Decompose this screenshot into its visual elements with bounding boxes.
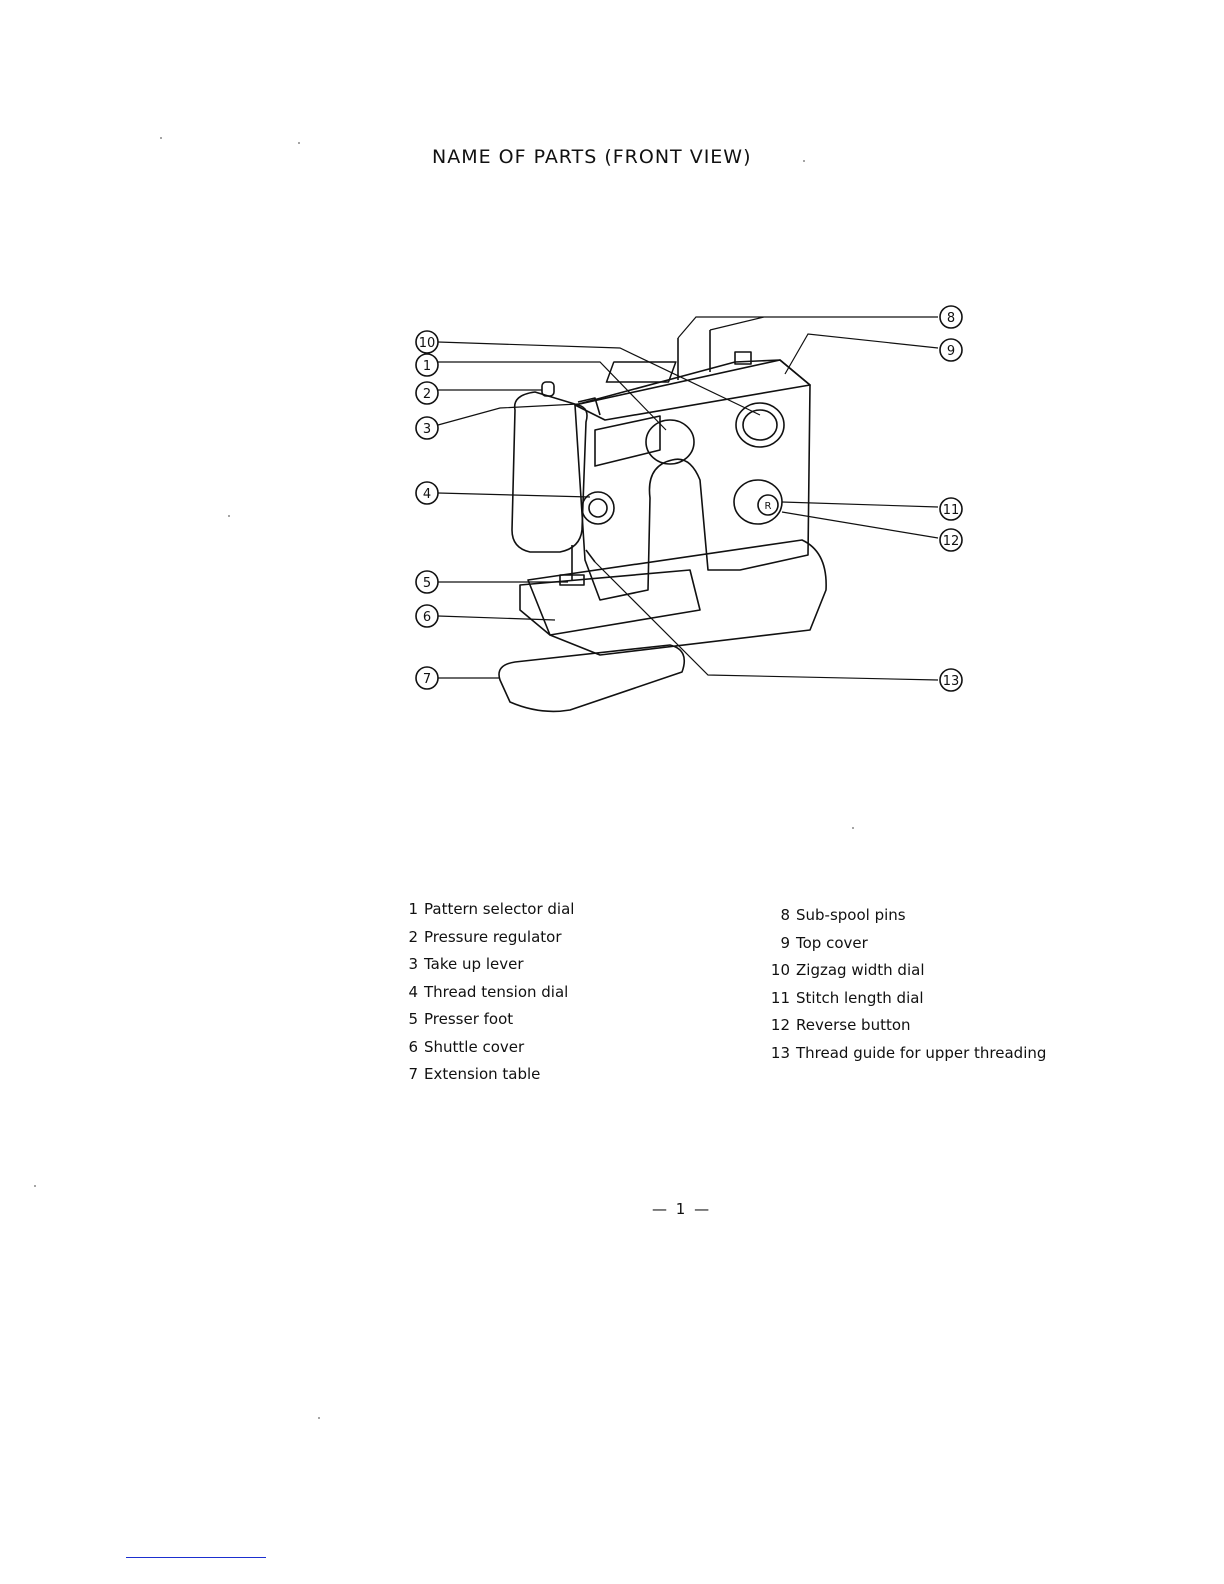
scan-speck — [852, 827, 854, 829]
callout-label-7: 7 — [423, 672, 431, 687]
callout-13 — [939, 668, 963, 692]
scan-speck — [318, 1417, 320, 1419]
extension-table — [498, 644, 686, 713]
scan-speck — [34, 1185, 36, 1187]
scan-speck — [298, 142, 300, 144]
callout-11 — [939, 497, 963, 521]
callout-label-10: 10 — [419, 336, 436, 351]
pressure-regulator — [541, 381, 555, 397]
scan-speck — [160, 137, 162, 139]
thread-guide — [585, 549, 596, 563]
shuttle-cover — [519, 569, 701, 636]
scan-speck — [228, 515, 230, 517]
callout-5 — [415, 570, 439, 594]
callout-label-1: 1 — [423, 359, 431, 374]
callout-12 — [939, 528, 963, 552]
reverse-button — [757, 494, 779, 516]
callout-6 — [415, 604, 439, 628]
machine-head — [511, 391, 588, 553]
thread-tension-dial — [581, 491, 615, 525]
callout-label-3: 3 — [423, 422, 431, 437]
callout-9 — [939, 338, 963, 362]
pattern-selector-dial — [645, 419, 695, 465]
callout-label-9: 9 — [947, 344, 955, 359]
callout-label-6: 6 — [423, 610, 431, 625]
callout-label-12: 12 — [943, 534, 960, 549]
spool-holder — [734, 351, 752, 365]
callout-label-11: 11 — [943, 503, 960, 518]
callout-4 — [415, 481, 439, 505]
footer-rule — [126, 1557, 266, 1558]
top-cover — [574, 359, 811, 421]
callout-2 — [415, 381, 439, 405]
zigzag-width-dial — [735, 402, 785, 448]
callout-10 — [415, 330, 439, 354]
page-number: — 1 — — [652, 1200, 712, 1218]
callout-8 — [939, 305, 963, 329]
sewing-machine-diagram: 10 1 2 3 4 5 6 7 8 9 11 12 13 R — [415, 305, 963, 713]
front-window — [594, 415, 661, 467]
callout-3 — [415, 416, 439, 440]
scan-speck — [803, 160, 805, 162]
callout-1 — [415, 353, 439, 377]
machine-base — [527, 539, 827, 656]
callout-7 — [415, 666, 439, 690]
callout-label-4: 4 — [423, 487, 431, 502]
callout-label-5: 5 — [423, 576, 431, 591]
callout-label-13: 13 — [943, 674, 960, 689]
reverse-button-letter: R — [765, 501, 772, 512]
callout-label-8: 8 — [947, 311, 955, 326]
take-up-lever — [577, 397, 601, 416]
page-title: NAME OF PARTS (FRONT VIEW) — [432, 146, 752, 168]
machine-body — [574, 359, 811, 601]
callout-label-2: 2 — [423, 387, 431, 402]
